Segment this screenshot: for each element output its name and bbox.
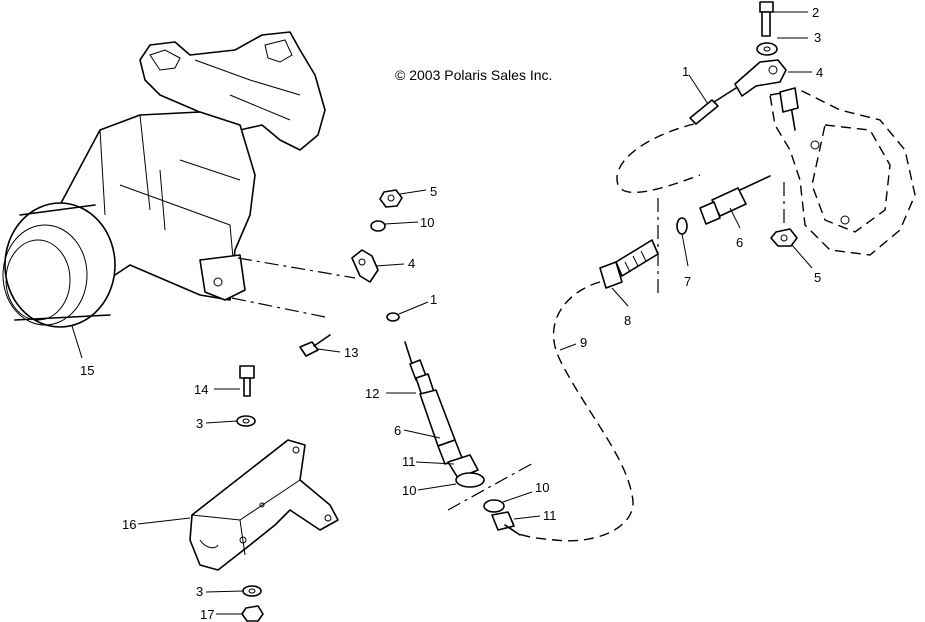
nut-11-lower [491,511,521,536]
carburetor-outline [769,87,916,256]
cable-sleeve-6-right [699,175,771,225]
washer-3-bottom [242,585,262,597]
callout-16: 16 [122,517,136,532]
callout-8: 8 [624,313,631,328]
washer-3-right [756,42,778,56]
callout-3-mid: 3 [196,416,203,431]
callout-7: 7 [684,274,691,289]
callout-5-left: 5 [430,184,437,199]
adjuster-8 [599,239,659,289]
washer-10-lower [483,499,505,513]
bracket-16 [189,439,339,571]
callout-10-left: 10 [402,483,416,498]
nut-17 [241,605,264,622]
clevis-4-right [734,59,787,97]
callout-10-right: 10 [535,480,549,495]
copyright-notice: © 2003 Polaris Sales Inc. [395,67,552,83]
bolt-2 [759,1,774,37]
cable-end-left [404,341,485,488]
nut-5-top [379,189,403,208]
washer-1-left [386,312,400,322]
washer-3-mid [236,415,256,427]
washer-10-top [370,220,386,232]
engine-housing [2,31,326,328]
callout-11-left: 11 [402,454,416,469]
callout-9: 9 [580,335,587,350]
callout-3-right: 3 [814,30,821,45]
clevis-4-left [351,249,379,283]
callout-6-left: 6 [394,423,401,438]
callout-5-right: 5 [814,270,821,285]
callout-12: 12 [365,386,379,401]
callout-labels: 1 2 3 4 5 6 7 8 9 15 5 10 4 1 13 12 [71,5,823,622]
washer-7 [676,217,688,235]
callout-1-right: 1 [682,64,689,79]
callout-3-bottom: 3 [196,584,203,599]
callout-10-top: 10 [420,215,434,230]
callout-15: 15 [80,363,94,378]
callout-4-left: 4 [408,256,415,271]
callout-2: 2 [812,5,819,20]
bolt-14 [239,365,255,397]
callout-13: 13 [344,345,358,360]
cable-end-1-right [689,87,737,125]
nut-5-right [770,228,798,247]
callout-14: 14 [194,382,208,397]
callout-11-right: 11 [543,508,557,523]
callout-6-right: 6 [736,235,743,250]
callout-4-right: 4 [816,65,823,80]
callout-1-left: 1 [430,292,437,307]
bolt-13 [299,334,331,357]
callout-17: 17 [200,607,214,622]
